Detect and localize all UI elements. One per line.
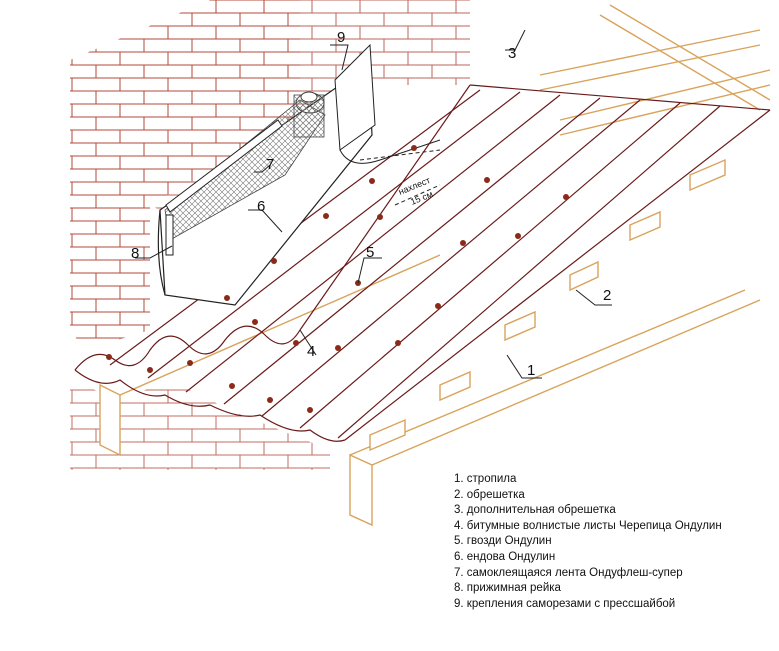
nail [435,303,441,309]
legend-item: 5. гвозди Ондулин [454,535,552,548]
callout-1: 1 [527,362,535,379]
pressing-rail [165,119,283,256]
screw-fastening [334,43,441,164]
nail [484,177,490,183]
callout-5: 5 [366,244,374,261]
nail [307,407,313,413]
timber-structure [99,4,771,527]
legend-item: 3. дополнительная обрешетка [454,504,616,517]
callout-9: 9 [337,29,345,46]
nails [106,145,569,413]
callout-numbers: 1 2 3 4 5 6 7 8 9 [131,29,611,379]
legend-item: 6. ендова Ондулин [454,550,556,563]
callout-3: 3 [508,45,516,62]
nail [229,383,235,389]
nail [377,214,383,220]
callout-2: 2 [603,287,611,304]
nail [460,240,466,246]
callout-4: 4 [307,343,315,360]
nail [515,233,521,239]
nail [323,213,329,219]
legend-item: 9. крепления саморезами с прессшайбой [454,597,676,610]
nail [411,145,417,151]
nail [267,397,273,403]
nail [187,360,193,366]
tape-roll [164,91,326,241]
legend-item: 2. обрешетка [454,488,525,501]
legend-item: 4. битумные волнистые листы Черепица Онд… [454,519,722,532]
callout-8: 8 [131,245,139,262]
legend-item: 8. прижимная рейка [454,582,561,595]
nail [293,340,299,346]
nail [395,340,401,346]
nail [335,345,341,351]
legend-item: 1. стропила [454,473,517,485]
nail [369,178,375,184]
nail [106,354,112,360]
callout-6: 6 [257,198,265,215]
nail [224,295,230,301]
nail [563,194,569,200]
leader-lines [135,29,612,379]
legend-item: 7. самоклеящаяся лента Ондуфлеш-супер [454,566,683,579]
nail [271,258,277,264]
legend: 1. стропила 2. обрешетка 3. дополнительн… [454,472,722,612]
nail [252,319,258,325]
nail [147,367,153,373]
callout-7: 7 [266,156,274,173]
